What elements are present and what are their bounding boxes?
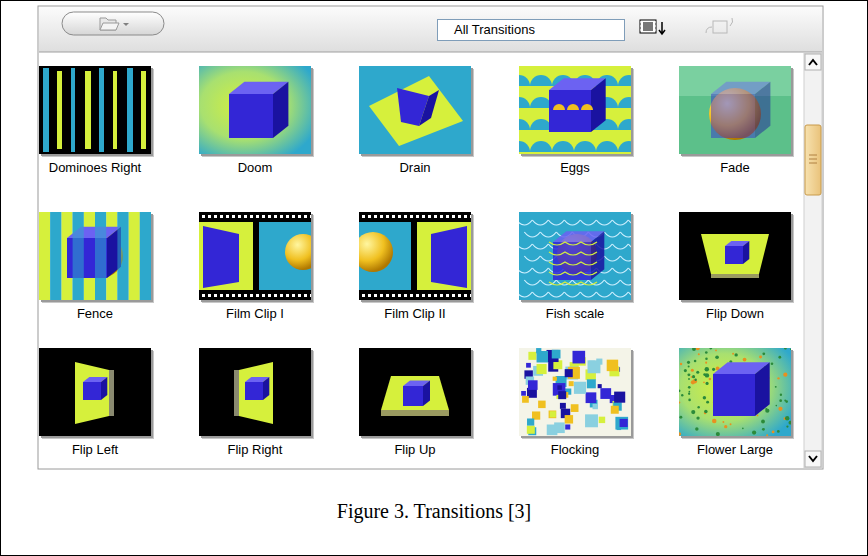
transition-name: Flip Left — [20, 442, 170, 457]
transition-name: Eggs — [500, 160, 650, 175]
transition-tile: Flip Left — [20, 348, 170, 457]
transition-name: Film Clip II — [340, 306, 490, 321]
transition-thumbnail — [359, 212, 471, 300]
transition-tile: Fish scale — [500, 212, 650, 321]
caption-text: Figure 3. Transitions [3] — [337, 500, 531, 522]
transition-name: Flip Down — [660, 306, 810, 321]
transition-name: Dominoes Right — [20, 160, 170, 175]
figure-caption: Figure 3. Transitions [3] — [0, 500, 868, 523]
transition-thumbnail — [39, 66, 151, 154]
transition-thumbnail — [519, 66, 631, 154]
transition-name: Flip Up — [340, 442, 490, 457]
transition-tile: Drain — [340, 66, 490, 175]
transition-thumbnail — [199, 212, 311, 300]
transition-name: Flocking — [500, 442, 650, 457]
transition-thumbnail — [519, 212, 631, 300]
transition-name: Doom — [180, 160, 330, 175]
transition-tile: Doom — [180, 66, 330, 175]
transition-thumbnail — [679, 66, 791, 154]
transition-thumbnail — [519, 348, 631, 436]
transition-tile: Flip Up — [340, 348, 490, 457]
transition-name: Flower Large — [660, 442, 810, 457]
transition-name: Fish scale — [500, 306, 650, 321]
transition-name: Flip Right — [180, 442, 330, 457]
transition-name: Fade — [660, 160, 810, 175]
transition-tile: Eggs — [500, 66, 650, 175]
transition-thumbnail — [679, 348, 791, 436]
filter-dropdown: All Transitions — [437, 19, 625, 41]
transition-thumbnail — [679, 212, 791, 300]
transition-thumbnail — [199, 348, 311, 436]
transition-tile: Film Clip I — [180, 212, 330, 321]
transition-thumbnail — [39, 212, 151, 300]
transition-tile: Flip Right — [180, 348, 330, 457]
transition-tile: Fence — [20, 212, 170, 321]
transition-tile: Flip Down — [660, 212, 810, 321]
dropdown-text: All Transitions — [438, 20, 624, 40]
transition-tile: Film Clip II — [340, 212, 490, 321]
transition-thumbnail — [359, 66, 471, 154]
transition-name: Fence — [20, 306, 170, 321]
transition-tile: Dominoes Right — [20, 66, 170, 175]
transition-thumbnail — [199, 66, 311, 154]
transition-thumbnail — [359, 348, 471, 436]
transition-tile: Fade — [660, 66, 810, 175]
transition-tile: Flower Large — [660, 348, 810, 457]
transition-thumbnail — [39, 348, 151, 436]
transition-name: Film Clip I — [180, 306, 330, 321]
transition-name: Drain — [340, 160, 490, 175]
transition-tile: Flocking — [500, 348, 650, 457]
